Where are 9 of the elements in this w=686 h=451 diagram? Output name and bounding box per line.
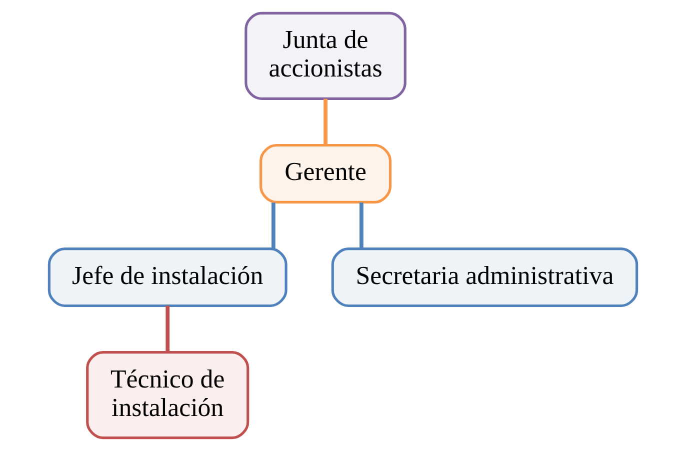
node-box: Jefe de instalación bbox=[48, 248, 288, 308]
connector bbox=[166, 306, 170, 352]
connector bbox=[360, 202, 364, 249]
connector bbox=[271, 202, 276, 249]
connector bbox=[324, 98, 328, 146]
node-box: Secretaria administrativa bbox=[331, 248, 638, 308]
node-box: Técnico de instalación bbox=[86, 351, 250, 440]
node-box: Junta de accionistas bbox=[244, 12, 406, 100]
node-box: Gerente bbox=[260, 144, 392, 204]
